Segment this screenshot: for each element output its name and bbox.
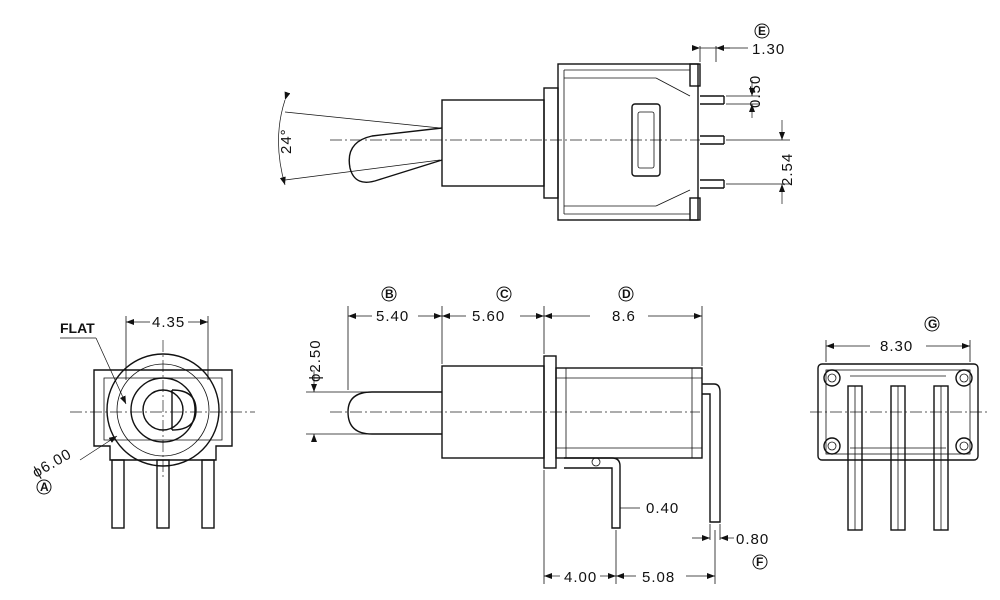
callout-C: C — [496, 286, 512, 302]
dim-4-35: 4.35 — [152, 314, 185, 331]
rear-view: G 8.30 — [810, 316, 990, 531]
svg-text:F: F — [756, 555, 763, 569]
angle-label: 24° — [278, 128, 295, 154]
svg-text:E: E — [758, 24, 766, 38]
dim-1-30: 1.30 — [752, 41, 785, 58]
callout-B: B — [381, 286, 397, 302]
dim-diameter-6-00: ϕ6.00 — [30, 445, 75, 481]
dim-2-54: 2.54 — [779, 153, 796, 186]
svg-text:C: C — [500, 287, 509, 301]
front-view: 4.35 FLAT ϕ6.00 A — [30, 314, 255, 529]
svg-text:B: B — [385, 287, 394, 301]
callout-A: A — [36, 479, 52, 495]
side-view: B C D 5.40 5.60 8.6 ϕ2.50 0.40 — [306, 286, 769, 586]
dim-4-00: 4.00 — [564, 569, 597, 586]
flat-label: FLAT — [60, 320, 95, 336]
svg-text:G: G — [928, 317, 937, 331]
dim-0-80: 0.80 — [736, 531, 769, 548]
dim-0-40: 0.40 — [646, 500, 679, 517]
callout-D: D — [618, 286, 634, 302]
callout-E: E — [754, 23, 770, 39]
dim-0-50: 0.50 — [747, 75, 764, 108]
dim-8-6: 8.6 — [612, 308, 636, 325]
svg-text:A: A — [40, 480, 49, 494]
dim-diameter-2-50: ϕ2.50 — [307, 339, 324, 382]
callout-F: F — [752, 554, 768, 570]
top-view: 24° E 1.30 0.50 2.54 — [278, 23, 796, 221]
dim-8-30: 8.30 — [880, 338, 913, 355]
callout-G: G — [924, 316, 940, 332]
svg-text:D: D — [622, 287, 631, 301]
dim-5-08: 5.08 — [642, 569, 675, 586]
dim-5-60: 5.60 — [472, 308, 505, 325]
dim-5-40: 5.40 — [376, 308, 409, 325]
